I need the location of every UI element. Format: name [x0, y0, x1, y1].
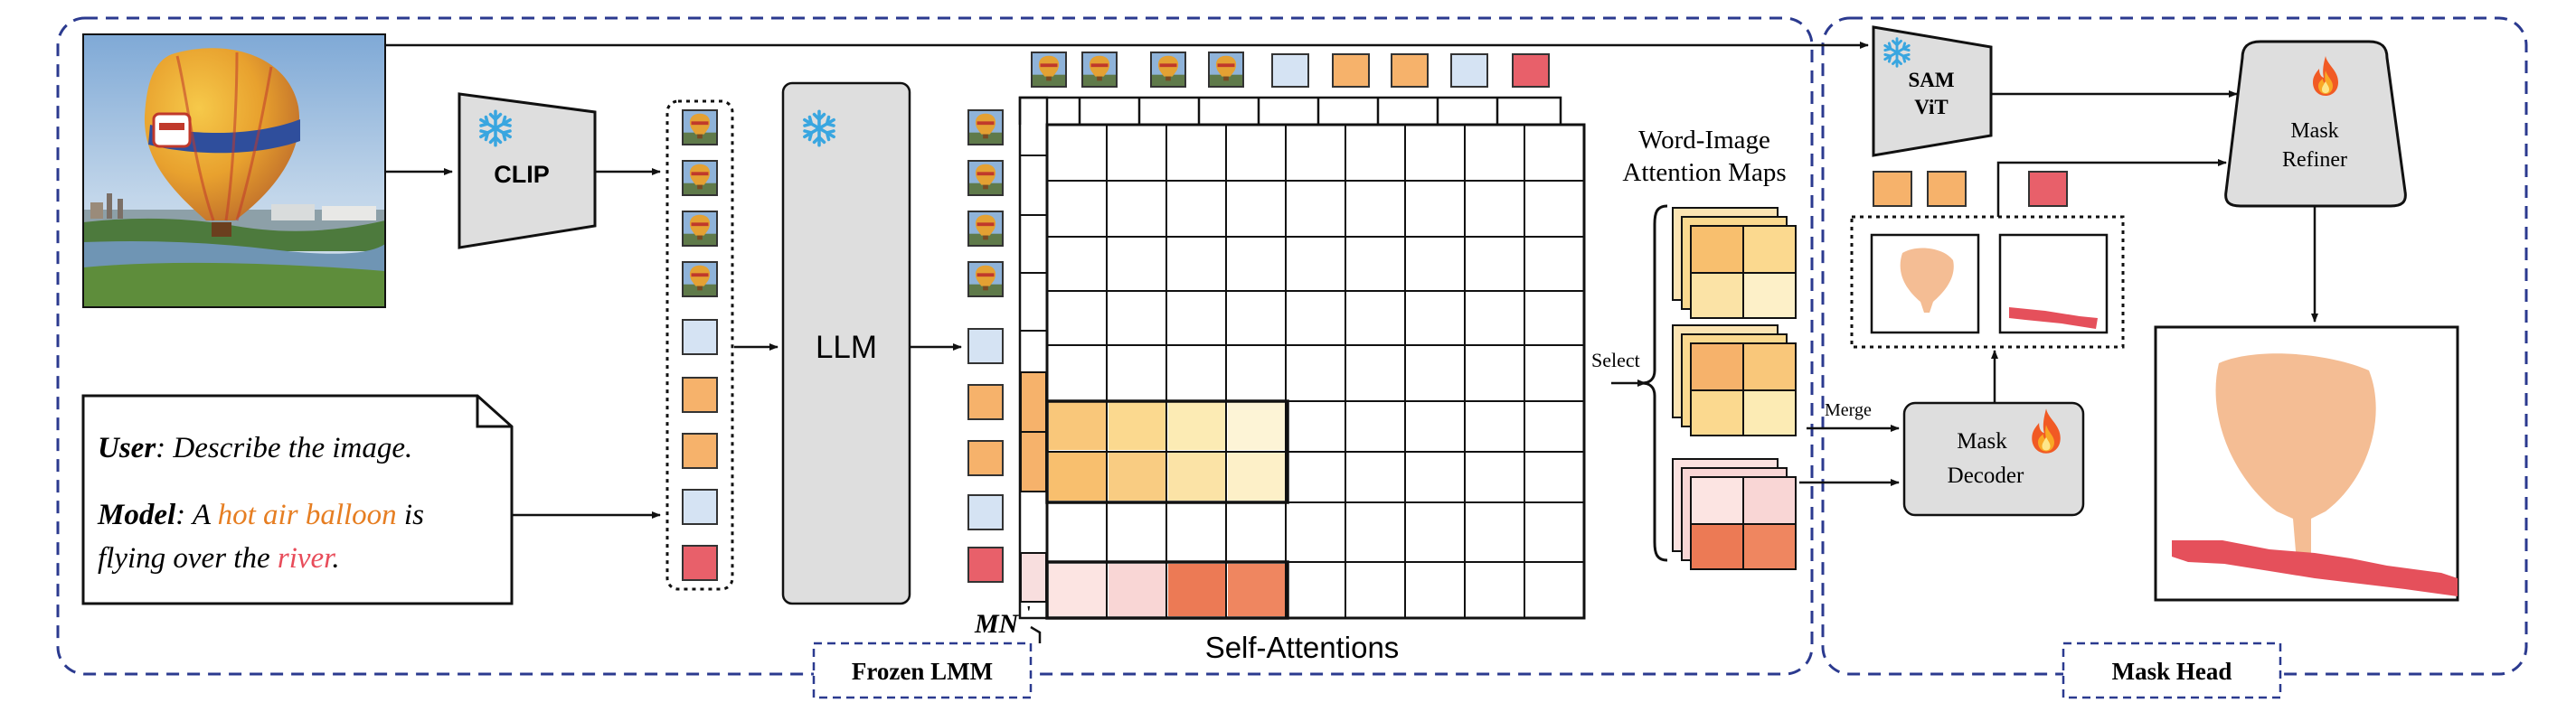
text-token — [682, 377, 718, 413]
dialog-page-fold — [476, 396, 512, 428]
input-image — [82, 33, 386, 308]
dialog-model-text-c: flying over the — [98, 542, 278, 575]
mask-decoder-block — [1902, 401, 2085, 517]
text-token — [682, 319, 718, 355]
left-bracket-strip — [1018, 96, 1049, 620]
attention-map-stack-2 — [1672, 324, 1797, 436]
top-bracket-strip — [1018, 96, 1562, 125]
mask-head-label-box — [2062, 642, 2282, 699]
final-mask-output — [2154, 325, 2459, 602]
word-image-label-line1: Word-Image — [1638, 126, 1770, 155]
input-token-column — [665, 99, 734, 591]
mask-head-label: Mask Head — [2112, 658, 2232, 685]
output-tokens — [967, 109, 1004, 583]
sam-vit-label-line1: SAM — [1908, 69, 1954, 91]
text-token — [682, 489, 718, 525]
dialog-user-text: : Describe the image. — [156, 432, 412, 464]
mask-decoder-label-line2: Decoder — [1948, 464, 2024, 488]
dialog-highlight-balloon: hot air balloon — [218, 499, 397, 531]
prompt-token — [1873, 171, 1912, 207]
sam-vit-label-line2: ViT — [1914, 96, 1949, 118]
dialog-model-line-2: flying over the river. — [98, 542, 340, 575]
connectors — [385, 42, 2318, 519]
text-token — [682, 433, 718, 469]
mn-bracket — [1030, 625, 1042, 643]
image-token-thumb — [683, 110, 717, 145]
top-token-row — [1031, 52, 1550, 88]
attention-map-stack-1 — [1672, 207, 1797, 319]
image-token-thumb — [683, 262, 717, 296]
self-attention-grid — [1045, 123, 1586, 620]
mask-head-region — [1821, 16, 2528, 676]
input-tokens — [682, 109, 718, 581]
image-token-thumb — [683, 211, 717, 246]
mask-refiner-label-line2: Refiner — [2282, 148, 2347, 172]
dialog-model-text-d: . — [332, 542, 339, 575]
self-attentions-label: Self-Attentions — [1205, 631, 1400, 664]
dialog-highlight-river: river — [278, 542, 335, 575]
dialog-model-text-a: : A — [175, 499, 217, 531]
clip-label: CLIP — [494, 161, 550, 188]
merge-label: Merge — [1825, 400, 1872, 420]
select-label: Select — [1591, 349, 1640, 371]
mn-label-prime: ' — [1026, 603, 1032, 623]
text-token — [682, 545, 718, 581]
mask-refiner-block — [2224, 40, 2407, 208]
dialog-user-line: User: Describe the image. — [98, 432, 412, 464]
frozen-lmm-label: Frozen LMM — [852, 658, 993, 685]
intermediate-masks-group — [1850, 215, 2125, 349]
llm-block — [781, 81, 911, 605]
frozen-lmm-label-box — [812, 642, 1033, 699]
dialog-user-speaker: User — [98, 432, 156, 464]
mn-label: MN — [974, 609, 1020, 639]
image-token-thumb — [683, 161, 717, 195]
word-image-label-line2: Attention Maps — [1622, 158, 1786, 187]
clip-encoder — [458, 92, 597, 249]
dialog-model-speaker: Model — [97, 499, 176, 531]
frozen-lmm-region — [56, 16, 1814, 676]
prompt-token — [2028, 171, 2068, 207]
mask-refiner-label-line1: Mask — [2290, 119, 2338, 143]
attention-map-stack-3 — [1672, 458, 1797, 570]
dialog-model-text-b: is — [397, 499, 424, 531]
llm-label: LLM — [816, 330, 877, 365]
word-image-brace — [1641, 204, 1668, 562]
mask-decoder-label-line1: Mask — [1957, 429, 2007, 454]
prompt-token — [1927, 171, 1967, 207]
dialog-model-line-1: Model: A hot air balloon is — [97, 499, 424, 531]
